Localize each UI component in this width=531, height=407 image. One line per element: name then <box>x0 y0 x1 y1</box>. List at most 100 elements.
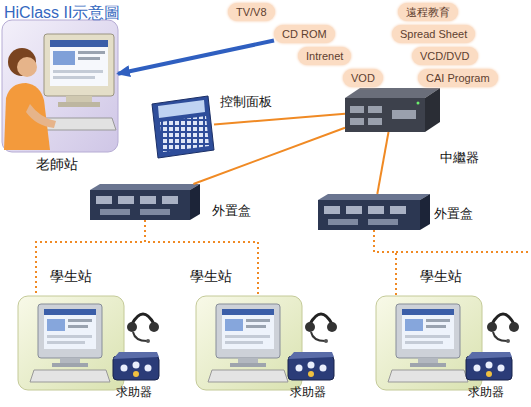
external-box-device <box>162 196 178 204</box>
help-device <box>113 352 159 380</box>
external-box-label: 外置盒 <box>212 203 251 219</box>
external-box-device <box>324 206 340 214</box>
repeater-device <box>425 88 440 132</box>
tag-text: 遠程教育 <box>406 6 450 18</box>
control-panel-device <box>158 100 205 118</box>
repeater-device <box>345 98 425 132</box>
control-panel-device <box>152 96 214 158</box>
help-device-label: 求助器 <box>290 385 326 400</box>
tag-text: Spread Sheet <box>400 28 467 40</box>
teacher-photo <box>2 20 118 152</box>
teacher-photo <box>66 96 92 102</box>
teacher-photo <box>44 34 114 96</box>
headset-icon <box>305 314 337 343</box>
repeater-device <box>368 106 382 113</box>
teacher-photo <box>50 40 108 47</box>
external-box-device <box>318 194 430 200</box>
connector <box>145 220 258 296</box>
help-device-label: 求助器 <box>468 385 504 400</box>
student-station: 學生站 <box>376 296 482 390</box>
external-box-label: 外置盒 <box>434 206 473 222</box>
repeater-device <box>417 102 420 105</box>
connector <box>118 41 274 74</box>
media-tag: Intrenet <box>298 47 351 65</box>
repeater-device <box>345 88 440 132</box>
headset-icon <box>487 314 519 343</box>
repeater-label: 中繼器 <box>440 150 479 166</box>
external-box-device <box>318 200 420 230</box>
teacher-station: 老師站 <box>2 20 118 152</box>
teacher-photo <box>50 40 108 86</box>
control-panel-device <box>160 116 209 152</box>
external-box-device <box>368 206 384 214</box>
media-tag: CD ROM <box>274 25 335 43</box>
help-device: 求助器 <box>288 352 334 380</box>
help-device <box>288 352 334 380</box>
tag-text: VCD/DVD <box>420 50 470 62</box>
student-photo <box>18 296 124 390</box>
external-box-device <box>390 206 406 214</box>
repeater-device <box>392 110 416 119</box>
external-box-device <box>118 196 134 204</box>
external-box-device <box>420 194 430 230</box>
external-box-device <box>140 209 170 215</box>
media-tag: CAI Program <box>418 69 498 87</box>
external-box-device <box>140 196 156 204</box>
tag-text: VOD <box>351 72 375 84</box>
control-panel: 控制面板 <box>150 96 214 158</box>
headset-icon <box>127 314 159 343</box>
external-box-device <box>100 209 130 215</box>
media-tag: VCD/DVD <box>412 47 478 65</box>
external-box-device <box>368 219 398 225</box>
connector <box>193 128 345 184</box>
media-tag: VOD <box>343 69 383 87</box>
student-station: 學生站 <box>196 296 302 390</box>
teacher-photo <box>78 57 100 60</box>
repeater-device <box>350 106 364 113</box>
teacher-photo <box>26 104 56 128</box>
connector <box>36 220 145 296</box>
student-station-label: 學生站 <box>50 268 92 285</box>
connector <box>377 132 388 194</box>
external-box-device <box>328 219 358 225</box>
teacher-photo <box>58 102 100 107</box>
external-box-device <box>90 184 200 220</box>
external-box-device <box>190 184 200 220</box>
diagram-title: HiClass II示意圖 <box>4 3 120 23</box>
tag-text: CD ROM <box>282 28 327 40</box>
media-tag: 遠程教育 <box>398 3 458 21</box>
repeater: 中繼器 <box>345 88 440 132</box>
repeater-device <box>368 118 382 125</box>
help-device-label: 求助器 <box>116 385 152 400</box>
control-panel-device <box>152 96 214 158</box>
teacher-photo <box>17 57 37 77</box>
external-box-device <box>96 196 112 204</box>
control-panel-label: 控制面板 <box>220 94 272 110</box>
teacher-photo <box>78 51 105 54</box>
external-box: 外置盒 <box>318 194 430 230</box>
teacher-photo <box>53 70 103 73</box>
external-box-device <box>318 194 430 230</box>
help-device <box>466 352 512 380</box>
repeater-device <box>345 88 440 98</box>
connector <box>214 114 345 125</box>
teacher-photo <box>8 48 36 76</box>
help-device: 求助器 <box>466 352 512 380</box>
teacher-photo <box>53 76 95 79</box>
repeater-device <box>350 118 364 125</box>
external-box: 外置盒 <box>90 184 200 220</box>
student-photo <box>196 296 302 390</box>
tag-text: Intrenet <box>306 50 343 62</box>
dotted-wire <box>396 251 531 253</box>
teacher-station-label: 老師站 <box>36 156 78 173</box>
student-station: 學生站 <box>18 296 124 390</box>
media-tag: Spread Sheet <box>392 25 475 43</box>
external-box-device <box>346 206 362 214</box>
external-box-device <box>90 190 190 220</box>
help-device: 求助器 <box>113 352 159 380</box>
tag-text: TV/V8 <box>236 6 267 18</box>
student-station-label: 學生站 <box>190 268 232 285</box>
connector <box>374 230 396 296</box>
teacher-photo <box>53 51 75 65</box>
